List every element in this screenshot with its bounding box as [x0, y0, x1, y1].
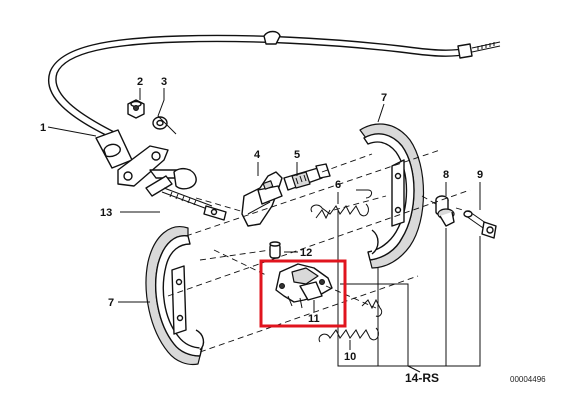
callout-12: 12	[300, 247, 312, 259]
brake-shoe-part-7-right	[359, 123, 424, 269]
bolt-part-9	[463, 210, 497, 239]
brake-shoe-part-7-left	[145, 226, 205, 366]
return-spring-part-6	[310, 189, 373, 220]
callout-6: 6	[335, 179, 341, 191]
callout-7-top: 7	[381, 92, 387, 104]
callout-11: 11	[308, 313, 320, 325]
callout-13: 13	[100, 207, 112, 219]
brake-cable	[47, 30, 501, 169]
cable-bracket	[117, 145, 227, 221]
leader-lines	[47, 88, 481, 373]
bushing-part-8	[435, 195, 455, 227]
nut-part-2	[127, 99, 145, 119]
callout-1: 1	[40, 122, 46, 134]
callout-3: 3	[161, 76, 167, 88]
adjuster-part-5	[283, 163, 331, 191]
callout-9: 9	[477, 169, 483, 181]
callout-5: 5	[294, 149, 300, 161]
washer-part-3	[152, 116, 168, 130]
callout-14-rs: 14-RS	[405, 371, 439, 385]
callout-4: 4	[254, 149, 261, 161]
pin-part-12	[269, 241, 281, 259]
assembly-guide-lines	[167, 149, 471, 353]
highlight-box	[259, 259, 347, 328]
callout-labels: 1 2 3 4 5 6 7 7 8 9 10 11 12 13 14-RS 00…	[40, 76, 546, 385]
reference-number: 00004496	[510, 375, 546, 384]
expander-lever-part-4	[241, 171, 283, 227]
callout-8: 8	[443, 169, 449, 181]
callout-10: 10	[344, 351, 356, 363]
expander-part-11	[275, 263, 333, 309]
callout-2: 2	[137, 76, 143, 88]
callout-7-left: 7	[108, 297, 114, 309]
